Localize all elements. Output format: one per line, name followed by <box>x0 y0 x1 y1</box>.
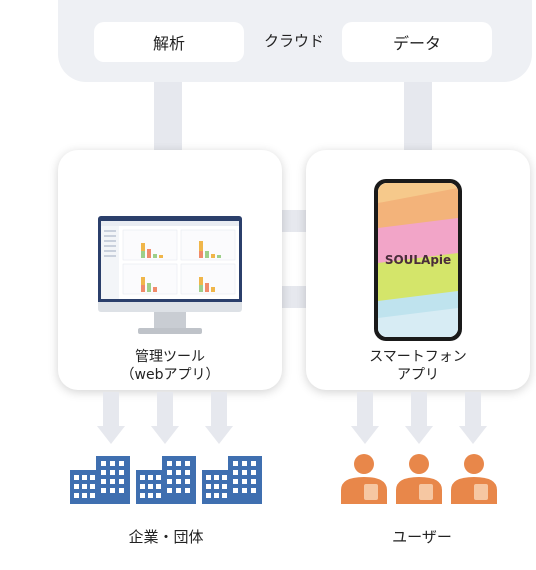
person-icon <box>396 454 442 504</box>
smartphone-label-line1: スマートフォン <box>369 349 467 365</box>
down-arrow-icon <box>459 392 487 444</box>
dashboard-graphic <box>101 221 239 299</box>
person-icon <box>451 454 497 504</box>
smartphone-icon: SOULApie <box>374 179 462 341</box>
connector-between-cards-2 <box>282 286 306 308</box>
app-logo: SOULApie <box>384 253 452 267</box>
person-icon <box>341 454 387 504</box>
app-splash-graphic <box>378 183 458 337</box>
connector-cloud-left <box>154 82 182 150</box>
data-label: データ <box>392 34 441 53</box>
admin-tool-label-line2: （webアプリ） <box>120 367 220 383</box>
down-arrow-icon <box>205 392 233 444</box>
connector-between-cards-1 <box>282 210 306 232</box>
organizations-label: 企業・団体 <box>128 528 204 546</box>
app-screen: SOULApie <box>378 183 458 337</box>
down-arrow-icon <box>151 392 179 444</box>
down-arrow-icon <box>405 392 433 444</box>
analysis-label: 解析 <box>152 34 185 53</box>
monitor-icon <box>98 216 242 336</box>
building-icons <box>70 456 262 504</box>
connector-cloud-right <box>404 82 432 150</box>
smartphone-label-line2: アプリ <box>397 367 439 383</box>
users-label: ユーザー <box>392 528 452 546</box>
down-arrow-icon <box>97 392 125 444</box>
down-arrow-icon <box>351 392 379 444</box>
person-icons <box>341 454 497 504</box>
admin-tool-label-line1: 管理ツール <box>135 349 205 365</box>
dashboard-screenshot <box>101 221 239 299</box>
cloud-label: クラウド <box>263 32 324 50</box>
data-box: データ <box>342 22 492 62</box>
analysis-box: 解析 <box>94 22 244 62</box>
